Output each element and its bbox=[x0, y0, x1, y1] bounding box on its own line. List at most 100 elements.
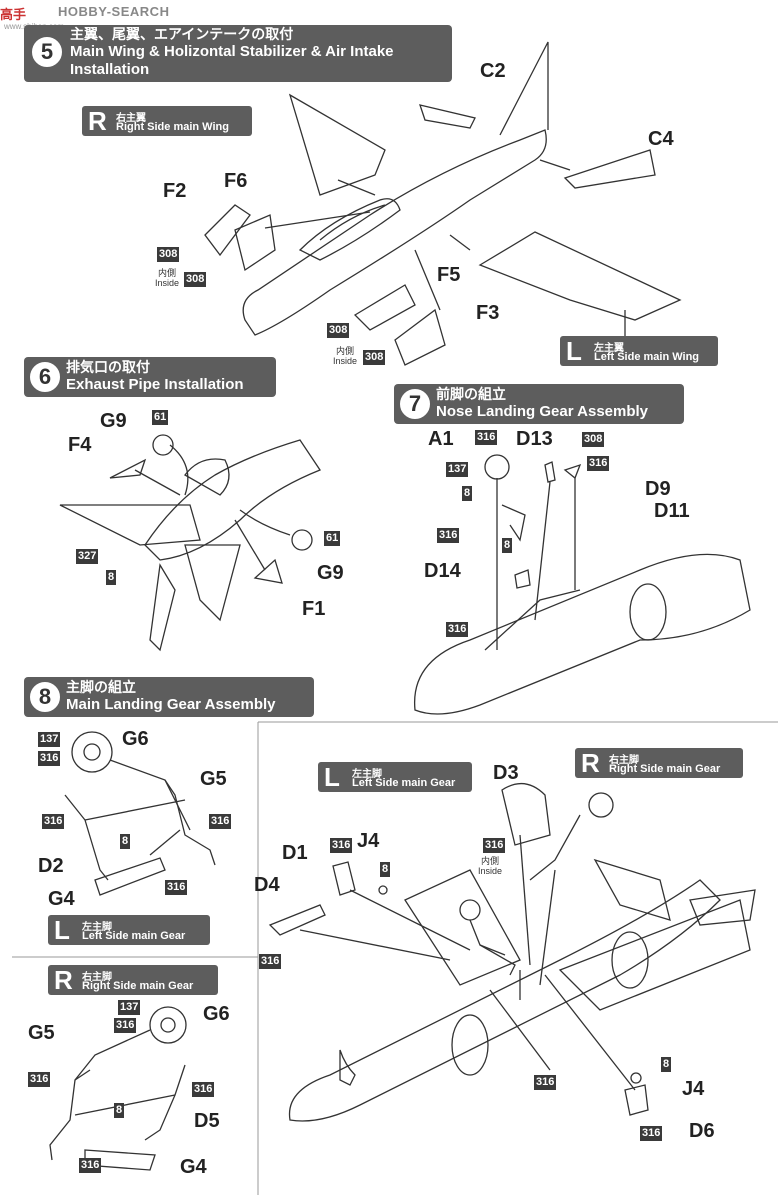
right-gear-label-b: R 右主脚 Right Side main Gear bbox=[48, 965, 218, 995]
step8-left-gear-drawing bbox=[64, 731, 216, 896]
paint-code: 316 bbox=[38, 751, 61, 766]
side-jp: 右主脚 bbox=[82, 972, 112, 983]
step8-title-jp: 主脚の組立 bbox=[66, 679, 136, 695]
c2-part bbox=[419, 104, 476, 129]
part-label-g6-b: G6 bbox=[203, 1003, 230, 1025]
right-gear-label-a: R 右主脚 Right Side main Gear bbox=[575, 748, 743, 778]
step5-title-en-1: Main Wing & Holizontal Stabilizer & Air … bbox=[70, 43, 394, 60]
paint-code: 316 bbox=[79, 1158, 102, 1173]
side-en: Right Side main Gear bbox=[609, 763, 721, 775]
paint-code: 327 bbox=[76, 549, 99, 564]
step6-tail-drawing bbox=[59, 434, 321, 652]
paint-code: 8 bbox=[106, 570, 117, 585]
inside-en: Inside bbox=[333, 356, 358, 366]
paint-code: 316 bbox=[165, 880, 188, 895]
side-en: Right Side main Gear bbox=[82, 980, 194, 992]
part-label-g6-a: G6 bbox=[122, 728, 149, 750]
part-label-d2: D2 bbox=[38, 855, 64, 877]
paint-code: 316 bbox=[28, 1072, 51, 1087]
step7-title-jp: 前脚の組立 bbox=[436, 386, 506, 402]
a1-wheel bbox=[484, 454, 510, 480]
inside-en: Inside bbox=[478, 866, 503, 876]
side-en: Left Side main Gear bbox=[352, 777, 456, 789]
part-label-g5-a: G5 bbox=[200, 768, 227, 790]
part-label-d11: D11 bbox=[654, 500, 690, 522]
step8-title-en: Main Landing Gear Assembly bbox=[66, 696, 276, 713]
part-label-d6: D6 bbox=[689, 1120, 715, 1142]
part-label-j4-b: J4 bbox=[682, 1078, 705, 1100]
d4-part bbox=[268, 904, 326, 936]
paint-code: 316 bbox=[475, 430, 498, 445]
paint-code: 8 bbox=[120, 834, 131, 849]
c4-part bbox=[563, 149, 656, 189]
watermark-logo: 高手 bbox=[0, 7, 27, 22]
part-label-a1: A1 bbox=[428, 428, 454, 450]
step7-banner: 7 前脚の組立 Nose Landing Gear Assembly bbox=[394, 384, 684, 424]
f4-part bbox=[109, 458, 147, 479]
g4-part-a bbox=[94, 857, 166, 896]
part-label-c2: C2 bbox=[480, 60, 506, 82]
paint-code: 308 bbox=[184, 272, 207, 287]
paint-code: 316 bbox=[114, 1018, 137, 1033]
inside-jp: 内側 bbox=[158, 268, 177, 278]
inside-jp: 内側 bbox=[481, 856, 500, 866]
side-jp: 左主翼 bbox=[594, 343, 624, 354]
step5-title-en-2: Installation bbox=[70, 61, 150, 78]
left-main-wing bbox=[478, 231, 682, 321]
paint-code: 8 bbox=[114, 1103, 125, 1118]
side-jp: 左主脚 bbox=[352, 769, 382, 780]
f1-part bbox=[253, 558, 283, 584]
step6-number: 6 bbox=[30, 362, 60, 392]
right-wing-label: R 右主翼 Right Side main Wing bbox=[82, 106, 252, 136]
part-label-g9-lower: G9 bbox=[317, 562, 344, 584]
part-label-d9: D9 bbox=[645, 478, 671, 500]
paint-code: 8 bbox=[502, 538, 513, 553]
step8-number: 8 bbox=[30, 682, 60, 712]
step6-title-en: Exhaust Pipe Installation bbox=[66, 376, 244, 393]
paint-code: 8 bbox=[661, 1057, 672, 1072]
step7-title-en: Nose Landing Gear Assembly bbox=[436, 403, 649, 420]
j4-part-a bbox=[378, 885, 388, 895]
side-letter: L bbox=[566, 336, 582, 366]
side-jp: 右主翼 bbox=[116, 113, 146, 124]
part-label-f2: F2 bbox=[163, 180, 187, 202]
paint-code: 316 bbox=[259, 954, 282, 969]
paint-code: 137 bbox=[118, 1000, 141, 1015]
paint-code: 308 bbox=[327, 323, 350, 338]
paint-code: 308 bbox=[582, 432, 605, 447]
paint-code: 316 bbox=[192, 1082, 215, 1097]
side-letter: R bbox=[581, 748, 600, 778]
part-label-f1: F1 bbox=[302, 598, 326, 620]
paint-code: 61 bbox=[152, 410, 169, 425]
step5-banner: 5 主翼、尾翼、エアインテークの取付 Main Wing & Holizonta… bbox=[24, 25, 452, 82]
step5-fuselage-drawing bbox=[204, 41, 682, 366]
part-label-d1: D1 bbox=[282, 842, 308, 864]
paint-code: 316 bbox=[330, 838, 353, 853]
part-label-f5: F5 bbox=[437, 264, 461, 286]
left-gear-label-a: L 左主脚 Left Side main Gear bbox=[318, 762, 472, 792]
paint-code: 308 bbox=[363, 350, 386, 365]
side-letter: R bbox=[54, 965, 73, 995]
part-label-f3: F3 bbox=[476, 302, 500, 324]
part-label-g4-b: G4 bbox=[180, 1156, 207, 1178]
inside-en: Inside bbox=[155, 278, 180, 288]
d1-part bbox=[332, 861, 356, 896]
part-label-d3: D3 bbox=[493, 762, 519, 784]
side-jp: 左主脚 bbox=[82, 922, 112, 933]
step7-number: 7 bbox=[400, 389, 430, 419]
paint-code: 8 bbox=[462, 486, 473, 501]
paint-code: 308 bbox=[157, 247, 180, 262]
step8-right-gear-drawing bbox=[49, 1006, 187, 1171]
part-label-f4: F4 bbox=[68, 434, 92, 456]
paint-code: 137 bbox=[446, 462, 469, 477]
paint-code: 316 bbox=[640, 1126, 663, 1141]
step7-nose-drawing bbox=[413, 454, 751, 715]
step6-title-jp: 排気口の取付 bbox=[66, 359, 150, 375]
g6-wheel-a bbox=[71, 731, 113, 773]
step5-number: 5 bbox=[32, 37, 62, 67]
part-label-g5-b: G5 bbox=[28, 1022, 55, 1044]
g9-upper bbox=[152, 434, 174, 456]
